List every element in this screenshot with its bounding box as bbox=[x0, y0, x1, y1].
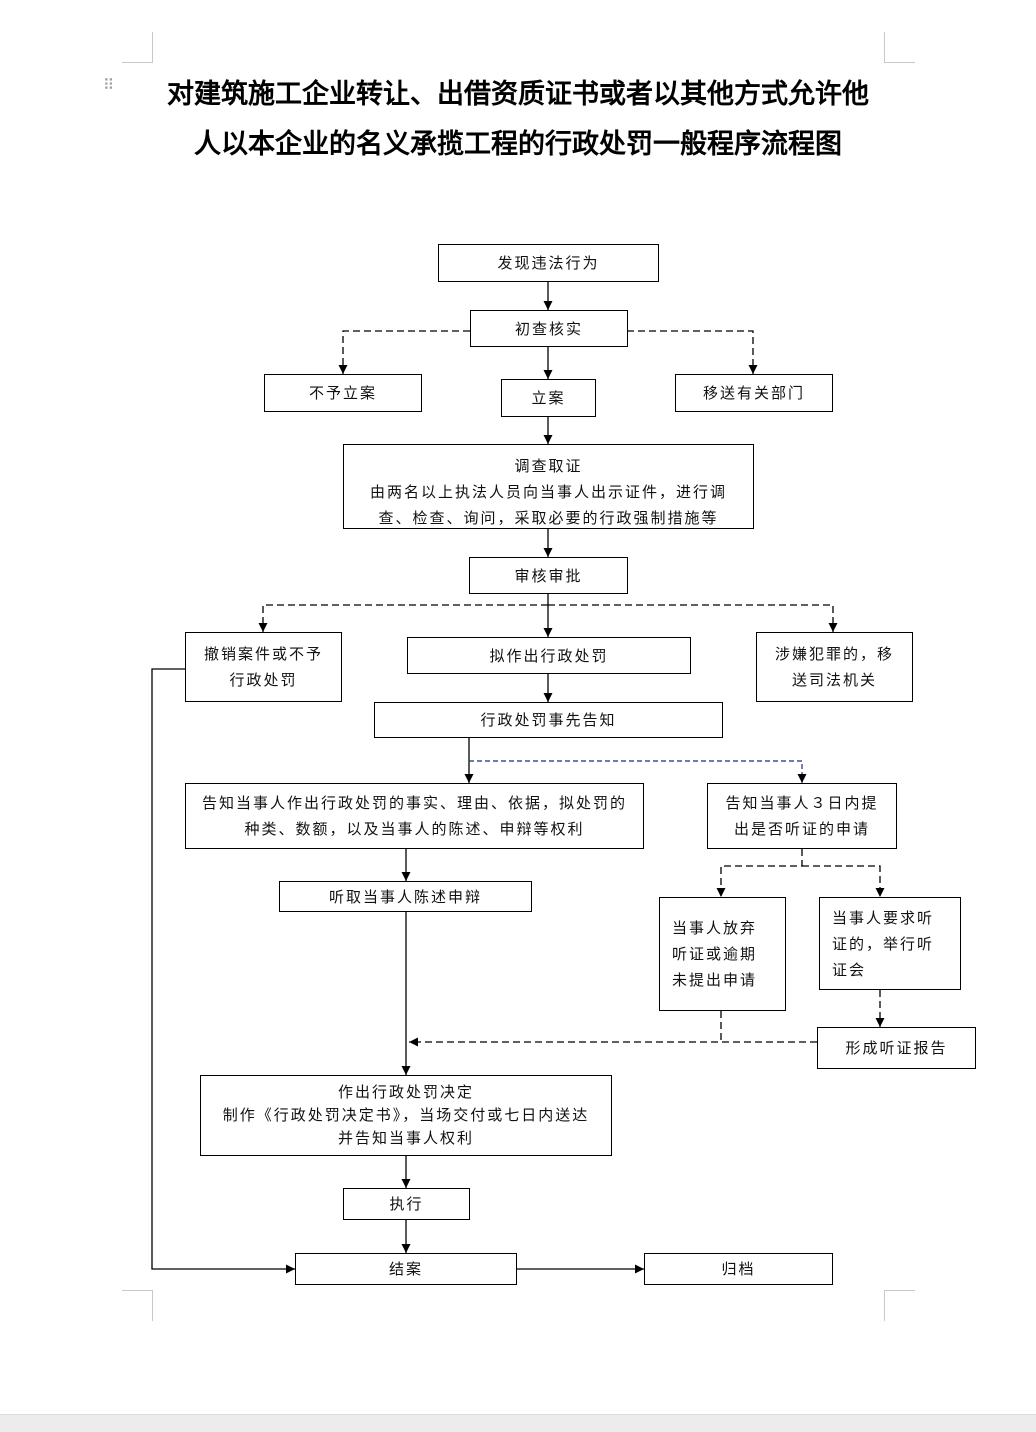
node-line: 制作《行政处罚决定书》，当场交付或七日内送达 bbox=[222, 1106, 590, 1124]
node-transfer-dept: 移送有关部门 bbox=[675, 374, 833, 412]
node-investigate: 调查取证 由两名以上执法人员向当事人出示证件，进行调 查、检查、询问，采取必要的… bbox=[343, 444, 754, 529]
node-label: 初查核实 bbox=[514, 319, 583, 338]
node-notify-hearing: 告知当事人３日内提 出是否听证的申请 bbox=[707, 783, 897, 849]
node-hear-statement: 听取当事人陈述申辩 bbox=[279, 881, 532, 912]
node-title: 调查取证 bbox=[514, 457, 583, 475]
page-corner-mark bbox=[884, 32, 915, 63]
node-review: 审核审批 bbox=[469, 557, 628, 594]
node-label: 听取当事人陈述申辩 bbox=[328, 887, 482, 906]
node-execute: 执行 bbox=[343, 1188, 470, 1220]
node-revoke: 撤销案件或不予 行政处罚 bbox=[185, 632, 342, 702]
node-label: 立案 bbox=[531, 389, 566, 407]
node-file-case: 立案 bbox=[501, 379, 596, 417]
node-waive-hearing: 当事人放弃 听证或逾期 未提出申请 bbox=[659, 897, 786, 1011]
node-label: 移送有关部门 bbox=[702, 384, 805, 402]
node-line: 查、检查、询问，采取必要的行政强制措施等 bbox=[378, 509, 719, 527]
node-hearing-report: 形成听证报告 bbox=[817, 1027, 976, 1069]
node-line: 撤销案件或不予 bbox=[203, 645, 323, 663]
dashed-notice-to-hearing bbox=[469, 760, 807, 783]
node-label: 不予立案 bbox=[308, 384, 377, 402]
node-crime-transfer: 涉嫌犯罪的，移 送司法机关 bbox=[756, 632, 913, 702]
node-discover-violation: 发现违法行为 bbox=[438, 244, 659, 282]
node-line: 听证或逾期 bbox=[672, 945, 758, 963]
dashed-check-to-transfer bbox=[627, 330, 758, 374]
arrow-revoke-to-close bbox=[151, 668, 295, 1274]
node-line: 未提出申请 bbox=[672, 971, 758, 989]
node-line: 告知当事人３日内提 bbox=[725, 794, 879, 812]
dashed-review-to-crime bbox=[548, 604, 838, 632]
node-line: 当事人要求听 bbox=[832, 908, 935, 927]
node-label: 结案 bbox=[388, 1260, 423, 1278]
page-title-line-2: 人以本企业的名义承揽工程的行政处罚一般程序流程图 bbox=[194, 129, 842, 160]
dashed-review-to-revoke bbox=[258, 604, 548, 632]
node-line: 出是否听证的申请 bbox=[733, 820, 870, 838]
node-request-hearing: 当事人要求听 证的，举行听 证会 bbox=[819, 897, 961, 990]
page-corner-mark bbox=[884, 1290, 915, 1321]
node-notify-facts: 告知当事人作出行政处罚的事实、理由、依据，拟处罚的 种类、数额，以及当事人的陈述… bbox=[185, 783, 644, 849]
dashed-check-to-nocase bbox=[338, 330, 470, 374]
node-line: 证的，举行听 bbox=[832, 934, 935, 953]
node-line: 送司法机关 bbox=[791, 671, 877, 689]
dashed-hearing-branch-right bbox=[802, 865, 885, 897]
node-close-case: 结案 bbox=[295, 1253, 517, 1285]
drag-handle-icon[interactable]: ⠿ bbox=[103, 76, 114, 94]
node-label: 发现违法行为 bbox=[497, 254, 600, 272]
node-line: 由两名以上执法人员向当事人出示证件，进行调 bbox=[369, 483, 727, 501]
node-line: 涉嫌犯罪的，移 bbox=[774, 645, 894, 663]
node-label: 归档 bbox=[721, 1260, 756, 1278]
page-corner-mark bbox=[122, 32, 153, 63]
node-no-case: 不予立案 bbox=[264, 374, 422, 412]
node-decision: 作出行政处罚决定 制作《行政处罚决定书》，当场交付或七日内送达 并告知当事人权利 bbox=[200, 1075, 612, 1156]
node-title: 作出行政处罚决定 bbox=[337, 1083, 474, 1101]
node-line: 行政处罚 bbox=[229, 671, 298, 689]
page-corner-mark bbox=[122, 1290, 153, 1321]
node-prior-notice: 行政处罚事先告知 bbox=[374, 702, 723, 738]
node-label: 拟作出行政处罚 bbox=[489, 646, 609, 665]
node-archive: 归档 bbox=[644, 1253, 833, 1285]
node-label: 执行 bbox=[389, 1195, 424, 1213]
node-label: 行政处罚事先告知 bbox=[480, 711, 617, 729]
dashed-hearing-branch bbox=[716, 849, 803, 897]
node-line: 告知当事人作出行政处罚的事实、理由、依据，拟处罚的 bbox=[201, 794, 627, 812]
bottom-strip bbox=[0, 1414, 1036, 1432]
node-initial-check: 初查核实 bbox=[470, 310, 628, 347]
page-title-line-1: 对建筑施工企业转让、出借资质证书或者以其他方式允许他 bbox=[167, 79, 869, 110]
node-line: 当事人放弃 bbox=[672, 919, 758, 937]
node-line: 证会 bbox=[832, 960, 867, 979]
node-line: 种类、数额，以及当事人的陈述、申辩等权利 bbox=[244, 820, 585, 838]
node-propose-penalty: 拟作出行政处罚 bbox=[407, 637, 691, 674]
node-line: 并告知当事人权利 bbox=[337, 1129, 474, 1147]
node-label: 形成听证报告 bbox=[845, 1039, 948, 1057]
node-label: 审核审批 bbox=[514, 566, 583, 585]
